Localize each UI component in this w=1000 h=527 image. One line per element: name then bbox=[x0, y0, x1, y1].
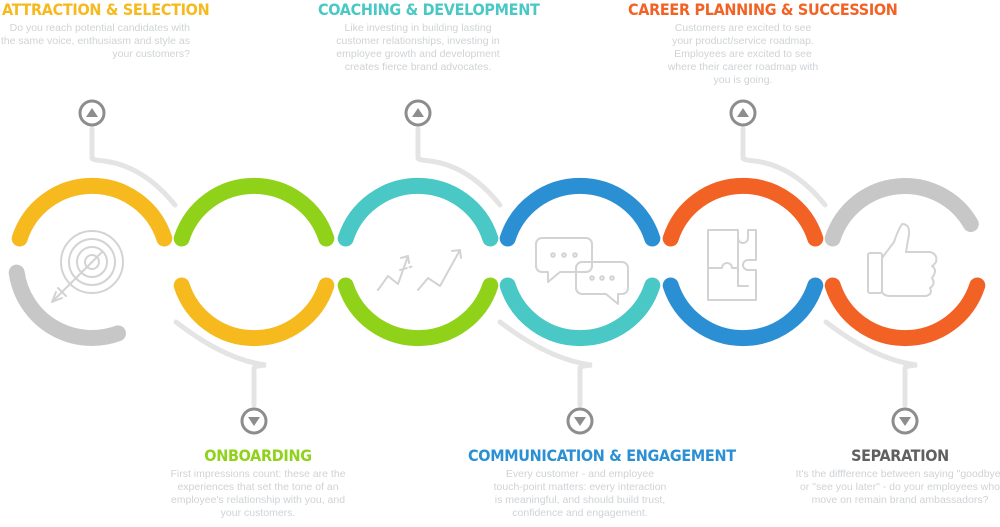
connector-line bbox=[89, 126, 178, 208]
wave-arc-3 bbox=[337, 277, 499, 346]
connector-line bbox=[173, 319, 267, 408]
stage-description: Like investing in building lasting custo… bbox=[336, 22, 500, 73]
stage-block-1: ONBOARDING First impressions count: these… bbox=[160, 446, 356, 520]
stage-description: It's the diffference between saying "goo… bbox=[795, 468, 1000, 506]
connector-line bbox=[497, 319, 593, 408]
marker-2 bbox=[729, 99, 828, 208]
wave-arc-1 bbox=[173, 277, 335, 346]
stage-block-2: COACHING & DEVELOPMENT Like investing in … bbox=[318, 0, 540, 74]
marker-3 bbox=[173, 319, 268, 435]
growth-arrows-icon bbox=[377, 249, 462, 291]
triangle-up-icon bbox=[86, 108, 98, 117]
wave-arc-2 bbox=[173, 178, 335, 247]
puzzle-icon bbox=[707, 229, 757, 301]
wave-arc-9 bbox=[824, 277, 986, 346]
wave-arc-8 bbox=[662, 178, 824, 247]
stage-title: ATTRACTION & SELECTION bbox=[2, 0, 210, 19]
triangle-down-icon bbox=[899, 417, 911, 426]
stage-title: CAREER PLANNING & SUCCESSION bbox=[628, 0, 898, 19]
stage-block-5: SEPARATION It's the diffference between s… bbox=[790, 446, 1000, 507]
wave-arc-5 bbox=[499, 277, 661, 346]
connector-line bbox=[740, 126, 828, 208]
stage-title: SEPARATION bbox=[851, 446, 949, 465]
wave-arc-gray-right bbox=[824, 178, 979, 247]
stage-block-3: COMMUNICATION & ENGAGEMENT Every customer… bbox=[468, 446, 736, 520]
stage-title: ONBOARDING bbox=[204, 446, 312, 465]
wave-arc-4 bbox=[337, 178, 499, 247]
marker-4 bbox=[497, 319, 594, 435]
stage-description: Every customer - and employee touch-poin… bbox=[493, 468, 667, 519]
stage-description: Do you reach potential candidates with t… bbox=[0, 22, 190, 60]
stage-description: First impressions count: these are the e… bbox=[170, 468, 346, 519]
chat-bubbles-icon bbox=[535, 237, 629, 305]
marker-0 bbox=[78, 99, 178, 208]
stage-title: COACHING & DEVELOPMENT bbox=[318, 0, 540, 19]
triangle-up-icon bbox=[412, 108, 424, 117]
connector-line bbox=[415, 126, 503, 208]
connector-line bbox=[823, 319, 918, 408]
wave-arc-6 bbox=[499, 178, 661, 247]
marker-1 bbox=[404, 99, 503, 208]
triangle-down-icon bbox=[574, 417, 586, 426]
target-arrow-icon bbox=[51, 230, 124, 303]
wave-arc-0 bbox=[11, 178, 173, 247]
thumbs-up-icon bbox=[867, 223, 938, 297]
stage-description: Customers are excited to see your produc… bbox=[667, 22, 819, 86]
marker-5 bbox=[823, 319, 919, 435]
triangle-down-icon bbox=[248, 417, 260, 426]
wave-arc-gray-left bbox=[8, 264, 126, 346]
wave-arc-7 bbox=[662, 277, 824, 346]
stage-block-0: ATTRACTION & SELECTION Do you reach poten… bbox=[0, 0, 210, 61]
triangle-up-icon bbox=[737, 108, 749, 117]
stage-title: COMMUNICATION & ENGAGEMENT bbox=[468, 446, 736, 465]
stage-block-4: CAREER PLANNING & SUCCESSION Customers ar… bbox=[628, 0, 898, 87]
